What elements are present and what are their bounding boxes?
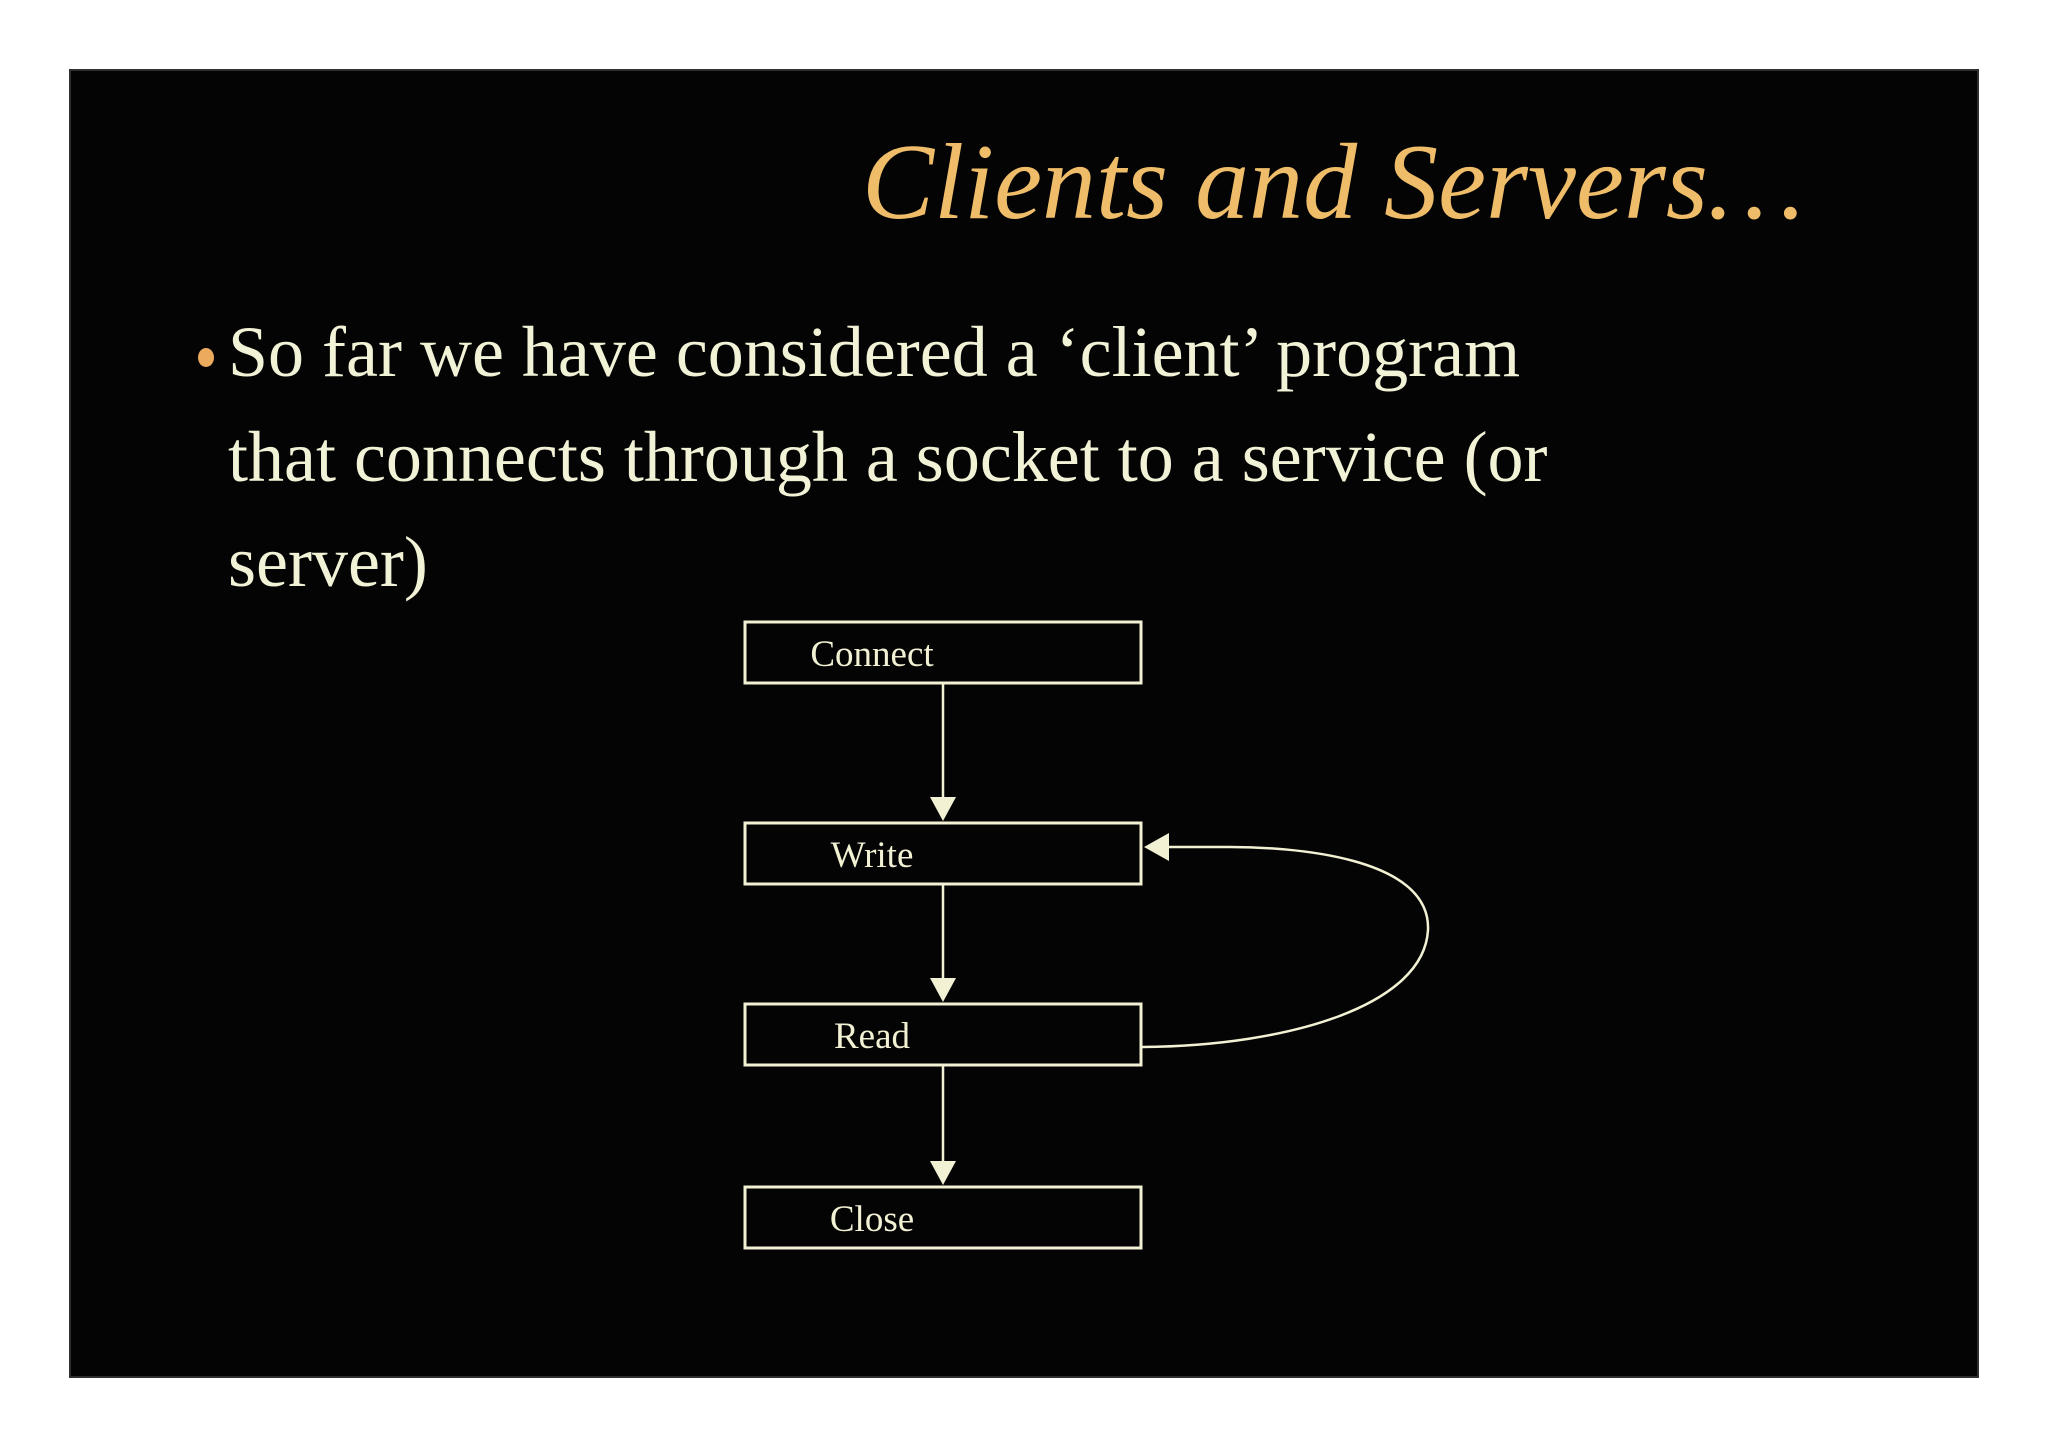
flow-box-write (743, 821, 1143, 886)
slide-background (69, 69, 1979, 1378)
flow-box-connect (743, 620, 1143, 685)
bullet-line-1: So far we have considered a ‘client’ pro… (228, 312, 1521, 392)
flow-box-read (743, 1002, 1143, 1067)
flow-label-close: Close (830, 1199, 914, 1240)
arrow-connect-to-write (930, 683, 956, 821)
bullet-icon (198, 348, 214, 367)
slide-title: Clients and Servers… (862, 123, 1804, 242)
arrow-write-to-read (930, 885, 956, 1002)
flow-label-connect: Connect (810, 634, 934, 675)
bullet-line-2: that connects through a socket to a serv… (228, 417, 1548, 497)
bullet-text: So far we have considered a ‘client’ pro… (228, 300, 1748, 615)
flow-label-read: Read (834, 1016, 911, 1057)
flow-label-write: Write (831, 835, 914, 876)
loop-arrow-read-to-write (1140, 833, 1430, 1049)
bullet-line-3: server) (228, 522, 428, 602)
flow-box-close (743, 1185, 1143, 1250)
arrow-read-to-close (930, 1066, 956, 1185)
